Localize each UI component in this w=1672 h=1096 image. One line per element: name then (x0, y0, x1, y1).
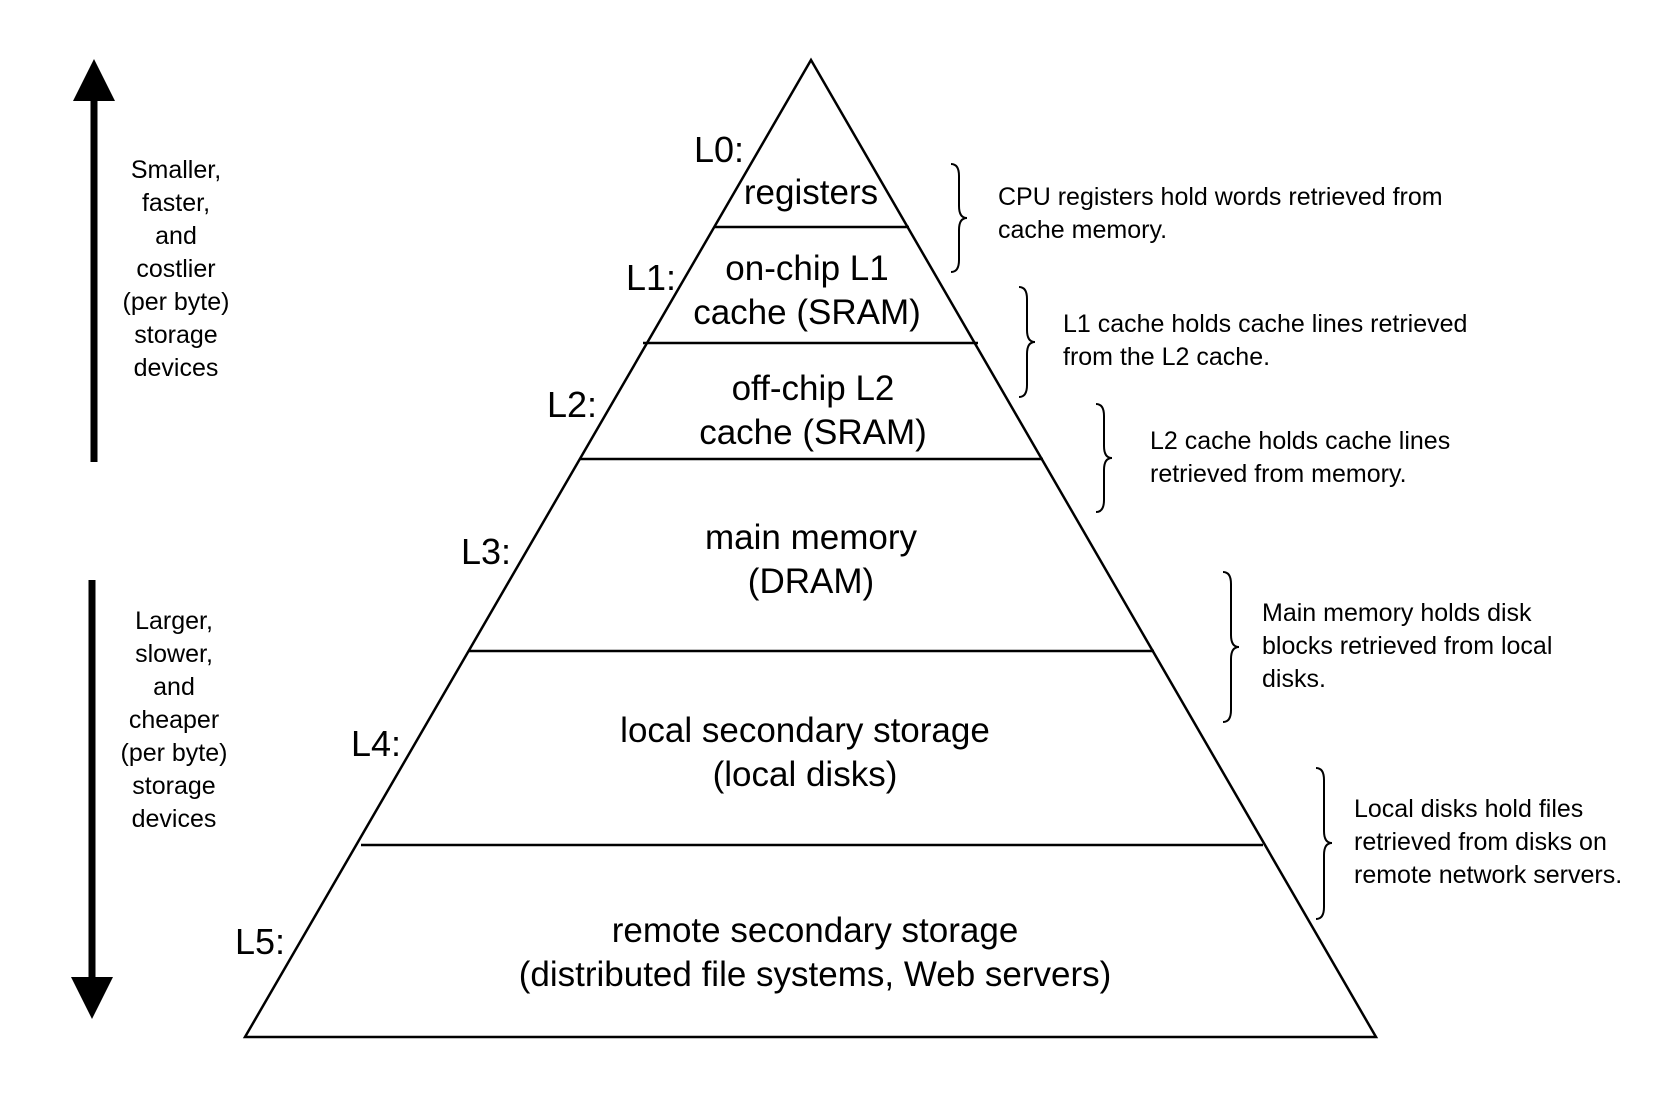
annotation-l0: CPU registers hold words retrieved from … (998, 183, 1443, 244)
level-label-l5: L5: (235, 921, 286, 962)
level-label-l4: L4: (351, 723, 402, 764)
brace-l3 (1222, 571, 1240, 723)
tier-text-l4: local secondary storage (local disks) (620, 711, 990, 794)
level-label-l3: L3: (461, 531, 512, 572)
tier-text-l1: on-chip L1 cache (SRAM) (693, 249, 921, 332)
level-label-l2: L2: (547, 384, 598, 425)
brace-l1 (1018, 286, 1036, 398)
tier-text-l0: registers (743, 173, 879, 212)
level-label-l0: L0: (694, 129, 745, 170)
tier-text-l2: off-chip L2 cache (SRAM) (699, 369, 927, 452)
pyramid-outline (242, 57, 1379, 1039)
annotation-l3: Main memory holds disk blocks retrieved … (1262, 599, 1553, 693)
brace-l4 (1315, 767, 1333, 920)
tier-text-l3: main memory (DRAM) (705, 518, 917, 601)
tier-text-l5: remote secondary storage (distributed fi… (518, 911, 1112, 994)
annotation-l1: L1 cache holds cache lines retrieved fro… (1063, 310, 1468, 371)
brace-l0 (950, 163, 968, 273)
annotation-l4: Local disks hold files retrieved from di… (1354, 795, 1623, 889)
level-label-l1: L1: (626, 257, 677, 298)
brace-l2 (1095, 403, 1113, 513)
side-note-top: Smaller, faster, and costlier (per byte)… (122, 156, 230, 382)
annotation-l2: L2 cache holds cache lines retrieved fro… (1150, 427, 1451, 488)
side-note-bottom: Larger, slower, and cheaper (per byte) s… (120, 607, 228, 833)
